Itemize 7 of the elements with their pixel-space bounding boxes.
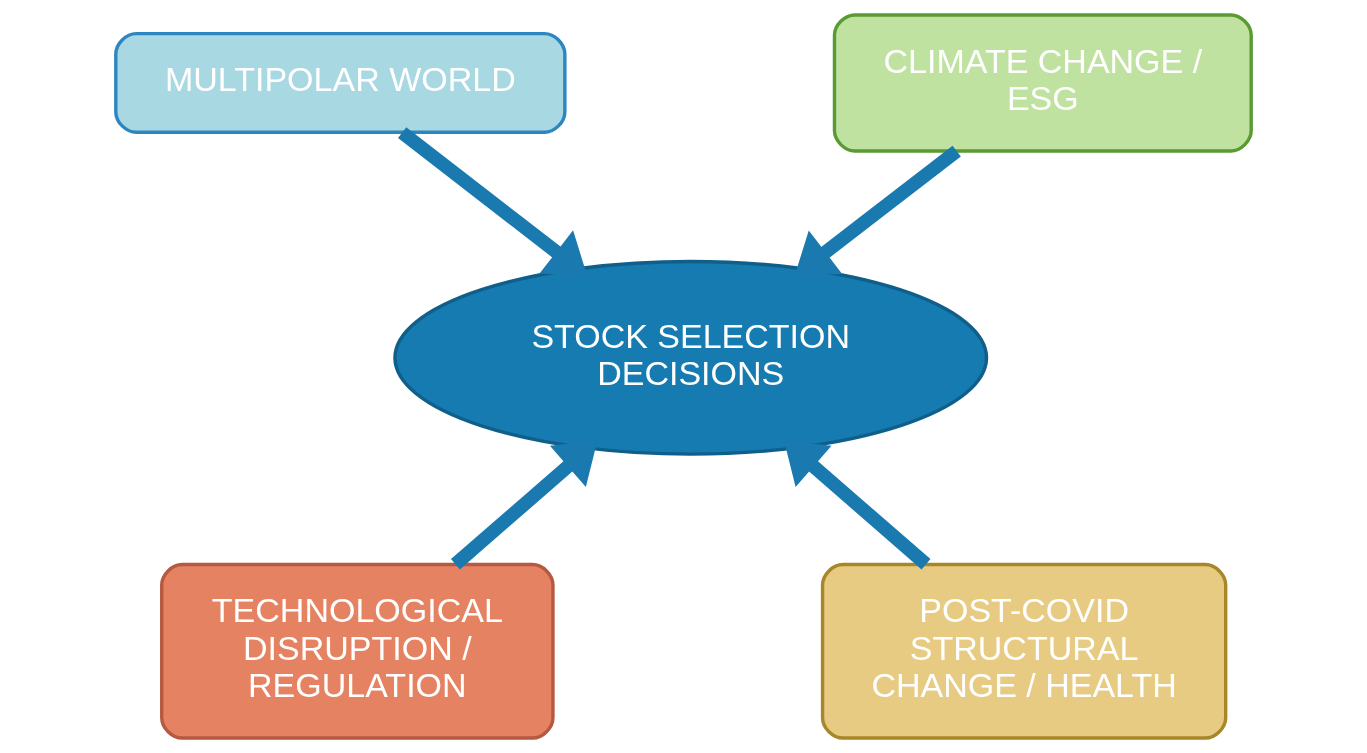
node-box: TECHNOLOGICAL DISRUPTION / REGULATION	[160, 562, 555, 740]
node-box: CLIMATE CHANGE / ESG	[832, 13, 1253, 153]
arrow	[398, 127, 588, 276]
node-box: POST-COVID STRUCTURAL CHANGE / HEALTH	[820, 562, 1228, 740]
arrow	[794, 145, 961, 277]
node-ellipse: STOCK SELECTION DECISIONS	[393, 259, 989, 456]
node-box: MULTIPOLAR WORLD	[114, 31, 567, 134]
